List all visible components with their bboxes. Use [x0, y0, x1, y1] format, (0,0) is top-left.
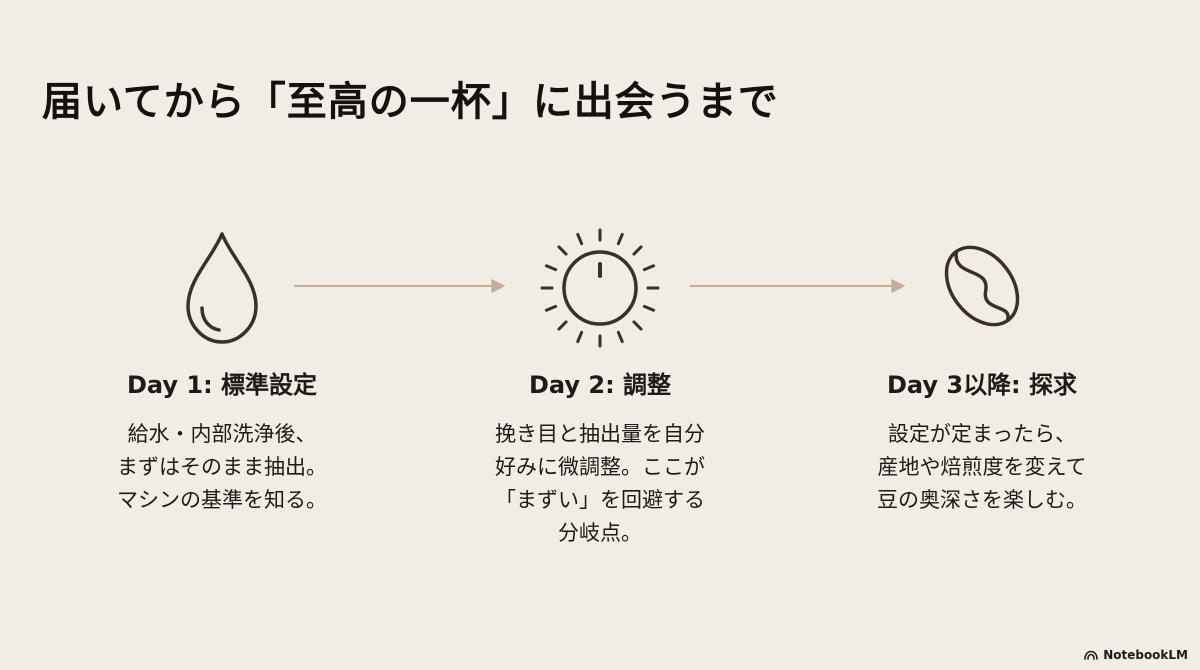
description-line: 好みに微調整。ここが [495, 455, 705, 479]
dial-tick [544, 264, 558, 272]
dial-tick [632, 245, 643, 256]
description-line: 設定が定まったら、 [887, 422, 1077, 446]
description-line: まずはそのまま抽出。 [117, 455, 327, 479]
step-day-1: Day 1: 標準設定 給水・内部洗浄後、 まずはそのまま抽出。 マシンの基準を… [72, 370, 372, 517]
dial-tick [557, 320, 568, 331]
description-line: 挽き目と抽出量を自分 [495, 422, 705, 446]
dial-tick [576, 330, 584, 344]
water-drop-icon [186, 232, 258, 344]
notebooklm-brand: NotebookLM [1084, 648, 1188, 662]
step-title: Day 2: 調整 [528, 371, 672, 399]
step-title: Day 1: 標準設定 [126, 371, 318, 399]
description-line: 「まずい」を回避する [495, 488, 705, 512]
step-title: Day 3以降: 探求 [886, 371, 1078, 399]
description-line: 産地や焙煎度を変えて [877, 455, 1087, 479]
step-day-2: Day 2: 調整 挽き目と抽出量を自分 好みに微調整。ここが 「まずい」を回避… [450, 370, 750, 550]
dial-tick [616, 330, 624, 344]
step-description: 設定が定まったら、 産地や焙煎度を変えて 豆の奥深さを楽しむ。 [832, 418, 1132, 517]
dial-tick [576, 232, 584, 246]
description-line: マシンの基準を知る。 [117, 488, 327, 512]
flow-arrow-2 [690, 279, 905, 293]
dial-tick [544, 304, 558, 312]
dial-tick [642, 304, 656, 312]
dial-tick [642, 264, 656, 272]
flow-arrow-1 [294, 279, 505, 293]
step-description: 給水・内部洗浄後、 まずはそのまま抽出。 マシンの基準を知る。 [72, 418, 372, 517]
notebooklm-logo-icon [1084, 650, 1098, 660]
description-line: 分岐点。 [558, 521, 642, 545]
brand-label: NotebookLM [1103, 648, 1188, 662]
page-title: 届いてから「至高の一杯」に出会うまで [42, 78, 779, 125]
description-line: 豆の奥深さを楽しむ。 [877, 488, 1087, 512]
step-description: 挽き目と抽出量を自分 好みに微調整。ここが 「まずい」を回避する 分岐点。 [450, 418, 750, 550]
step-day-3: Day 3以降: 探求 設定が定まったら、 産地や焙煎度を変えて 豆の奥深さを楽… [832, 370, 1132, 517]
coffee-bean-icon [944, 245, 1020, 327]
dial-knob-icon [540, 228, 660, 348]
description-line: 給水・内部洗浄後、 [127, 422, 317, 446]
dial-tick [632, 320, 643, 331]
dial-tick [616, 232, 624, 246]
dial-tick [557, 245, 568, 256]
